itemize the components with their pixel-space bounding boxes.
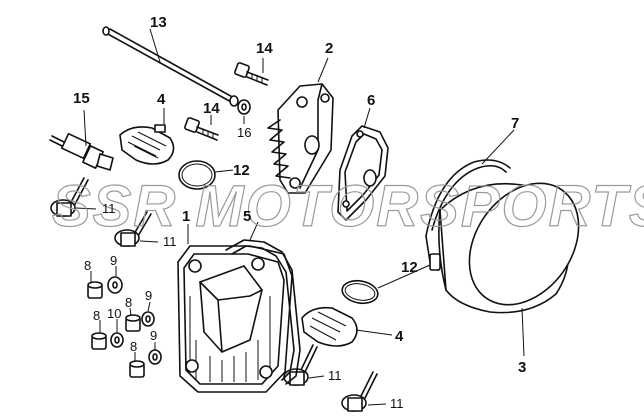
flange-bolt-11-d: [341, 371, 387, 412]
bolt-14-upper: [234, 58, 269, 86]
flange-bolt-11-a: [50, 177, 97, 217]
callout-7: 7: [511, 115, 519, 132]
flange-bolt-11-c: [283, 344, 325, 386]
callout-9-a: 9: [110, 253, 117, 268]
callout-13: 13: [150, 14, 167, 31]
callout-labels: 13 14 2 15 4 14 16 6 7 12 11 1 5 11 8 9 …: [73, 14, 526, 411]
callout-11-a: 11: [102, 201, 116, 216]
washer-16: [237, 99, 251, 124]
callout-14-upper: 14: [256, 40, 273, 57]
callout-9-b: 9: [145, 288, 152, 303]
callout-8-b: 8: [125, 295, 132, 310]
bolt-14-lower: [184, 115, 219, 141]
callout-11-b: 11: [163, 234, 177, 249]
callout-10: 10: [107, 306, 121, 321]
washer-9-a: [107, 266, 123, 294]
bracket-gasket-6: [337, 107, 389, 221]
cam-bracket-2: [267, 57, 334, 194]
callout-2: 2: [325, 40, 333, 57]
breather-4-lower: [301, 306, 393, 347]
callout-16: 16: [237, 125, 251, 140]
side-cover-3: [429, 182, 580, 357]
cylinder-head-cover-1: [177, 224, 293, 393]
watermark-text: SSR MOTORSPORTS: [52, 174, 644, 239]
washer-10: [110, 319, 124, 348]
callout-8-d: 8: [130, 339, 137, 354]
callout-12-upper: 12: [233, 162, 250, 179]
o-ring-12-lower: [341, 264, 431, 305]
callout-8-c: 8: [93, 308, 100, 323]
breather-4-upper: [119, 108, 175, 165]
nut-8-a: [87, 271, 103, 299]
callout-11-c: 11: [328, 368, 342, 383]
nut-8-d: [129, 352, 145, 378]
callout-3: 3: [518, 359, 526, 376]
washer-9-b: [141, 301, 155, 327]
callout-8-a: 8: [84, 258, 91, 273]
callout-12-lower: 12: [401, 259, 418, 276]
callout-5: 5: [243, 208, 251, 225]
callout-9-c: 9: [150, 328, 157, 343]
callout-14-lower: 14: [203, 100, 220, 117]
o-ring-12-upper: [178, 160, 234, 190]
callout-6: 6: [367, 92, 375, 109]
nut-8-c: [91, 320, 107, 350]
temperature-sensor-15: [49, 109, 114, 171]
callout-15: 15: [73, 90, 90, 107]
stud-bolt-13: [102, 26, 239, 107]
callout-4-upper: 4: [157, 91, 166, 108]
cover-gasket-5: [225, 221, 301, 385]
washer-9-c: [148, 342, 162, 365]
callout-4-lower: 4: [395, 328, 404, 345]
flange-bolt-11-b: [114, 211, 159, 247]
callout-11-d: 11: [390, 396, 404, 411]
nut-8-b: [125, 307, 141, 332]
callout-1: 1: [182, 208, 190, 225]
